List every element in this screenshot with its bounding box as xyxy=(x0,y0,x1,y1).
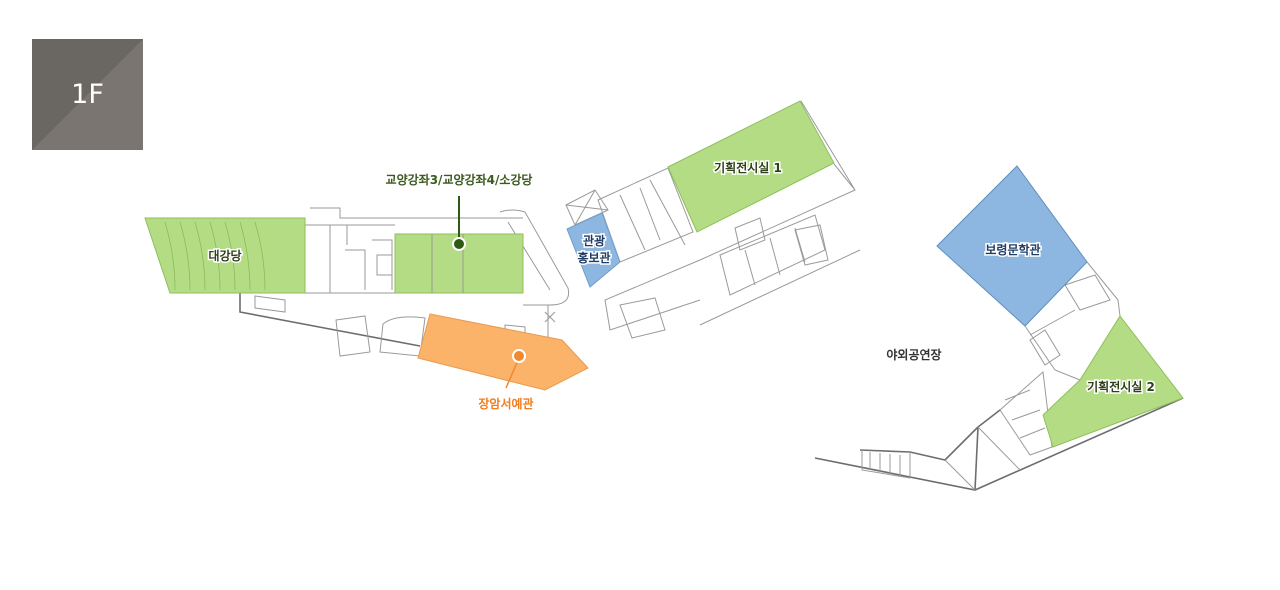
label-tourism-hall-line1: 관광 xyxy=(583,233,605,248)
label-main-auditorium: 대강당 xyxy=(208,248,241,263)
west-wing-walls xyxy=(239,207,570,357)
room-lecture-rooms[interactable] xyxy=(394,233,524,294)
label-outdoor-stage: 야외공연장 xyxy=(886,347,941,362)
room-calligraphy-hall[interactable] xyxy=(417,313,589,391)
calligraphy-marker-pin[interactable] xyxy=(512,349,526,363)
room-main-auditorium[interactable] xyxy=(144,217,306,294)
east-wing-walls xyxy=(814,261,1184,491)
label-exhibition-2: 기획전시실 2 xyxy=(1087,379,1155,394)
label-calligraphy-hall: 장암서예관 xyxy=(478,396,533,411)
label-literature-hall: 보령문학관 xyxy=(985,242,1040,257)
lecture-marker-pin[interactable] xyxy=(452,237,466,251)
center-wing-walls xyxy=(565,100,861,339)
label-lecture-rooms: 교양강좌3/교양강좌4/소강당 xyxy=(386,172,533,187)
floor-badge: 1F xyxy=(32,39,143,150)
room-tourism-hall[interactable] xyxy=(566,212,621,288)
auditorium-seating xyxy=(164,221,266,291)
room-exhibition-2[interactable] xyxy=(1042,315,1184,448)
label-tourism-hall-line2: 홍보관 xyxy=(577,250,610,265)
calligraphy-marker-line xyxy=(505,357,520,389)
label-exhibition-1: 기획전시실 1 xyxy=(714,160,782,175)
room-literature-hall[interactable] xyxy=(936,165,1088,327)
room-exhibition-1[interactable] xyxy=(667,100,835,233)
floor-label: 1F xyxy=(71,79,104,110)
